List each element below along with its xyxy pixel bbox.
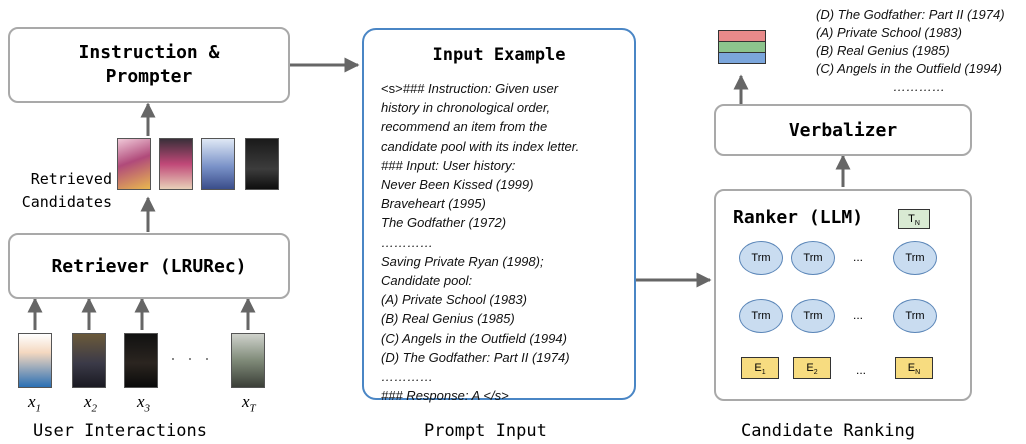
caption-prompt-input: Prompt Input xyxy=(424,421,547,441)
prompter-label: Instruction & Prompter xyxy=(78,42,220,87)
ranker-dots-middle: ... xyxy=(853,308,864,322)
interaction-poster-2 xyxy=(72,333,106,388)
candidate-poster-3 xyxy=(201,138,235,190)
ranker-label: Ranker (LLM) xyxy=(733,207,864,228)
output-line-3: (B) Real Genius (1985) xyxy=(816,43,950,58)
item-label-T: xT xyxy=(242,392,256,415)
interaction-ellipsis: · · · xyxy=(170,348,213,368)
input-example-line: Braveheart (1995) xyxy=(381,196,486,212)
embedding-node-EN: EN xyxy=(895,357,933,379)
input-example-line: (B) Real Genius (1985) xyxy=(381,311,515,327)
input-example-line: Saving Private Ryan (1998); xyxy=(381,253,544,269)
input-example-line: ### Response: A </s> xyxy=(381,388,509,404)
caption-user-interactions: User Interactions xyxy=(33,421,207,441)
ranker-dots-top: ... xyxy=(853,250,864,264)
verbalizer-box: Verbalizer xyxy=(714,104,972,156)
item-label-3: x3 xyxy=(137,392,151,415)
output-stack-row-1 xyxy=(718,30,766,42)
trm-node-bottom-1: Trm xyxy=(739,299,783,333)
item-label-1: x1 xyxy=(28,392,42,415)
input-example-line: Candidate pool: xyxy=(381,273,473,289)
embedding-node-E2: E2 xyxy=(793,357,831,379)
prompter-box: Instruction & Prompter xyxy=(8,27,290,103)
item-label-2: x2 xyxy=(84,392,98,415)
output-line-2: (A) Private School (1983) xyxy=(816,25,962,40)
input-example-line: (C) Angels in the Outfield (1994) xyxy=(381,330,567,346)
input-example-line: ### Input: User history: xyxy=(381,157,516,173)
input-example-line: candidate pool with its index letter. xyxy=(381,138,580,154)
output-node-TN: TN xyxy=(898,209,930,229)
candidate-poster-2 xyxy=(159,138,193,190)
output-stack-row-2 xyxy=(718,42,766,53)
verbalizer-label: Verbalizer xyxy=(788,119,898,141)
interaction-poster-3 xyxy=(124,333,158,388)
candidate-poster-4 xyxy=(245,138,279,190)
input-example-line: recommend an item from the xyxy=(381,119,548,135)
caption-candidate-ranking: Candidate Ranking xyxy=(741,421,915,441)
input-example-text: <s>### Instruction: Given user history in… xyxy=(381,79,633,405)
output-line-1: (D) The Godfather: Part II (1974) xyxy=(816,7,1005,22)
retriever-box: Retriever (LRURec) xyxy=(8,233,290,299)
input-example-line: The Godfather (1972) xyxy=(381,215,507,231)
interaction-poster-T xyxy=(231,333,265,388)
output-stack xyxy=(718,30,766,64)
interaction-poster-1 xyxy=(18,333,52,388)
input-example-line: ………… xyxy=(381,369,433,385)
retrieved-candidates-label: Retrieved Candidates xyxy=(21,170,112,211)
output-line-4: (C) Angels in the Outfield (1994) xyxy=(816,61,1002,76)
trm-node-bottom-2: Trm xyxy=(791,299,835,333)
input-example-line: ………… xyxy=(381,234,433,250)
input-example-line: (D) The Godfather: Part II (1974) xyxy=(381,349,570,365)
trm-node-top-2: Trm xyxy=(791,241,835,275)
input-example-line: (A) Private School (1983) xyxy=(381,292,527,308)
output-line-5: ………… xyxy=(893,79,945,94)
embedding-node-E1: E1 xyxy=(741,357,779,379)
retriever-label: Retriever (LRURec) xyxy=(51,255,247,277)
ranker-dots-bottom: ... xyxy=(856,363,867,377)
trm-node-top-N: Trm xyxy=(893,241,937,275)
input-example-line: <s>### Instruction: Given user xyxy=(381,81,559,96)
candidate-poster-1 xyxy=(117,138,151,190)
input-example-box: Input Example <s>### Instruction: Given … xyxy=(362,28,636,403)
trm-node-bottom-N: Trm xyxy=(893,299,937,333)
input-example-line: Never Been Kissed (1999) xyxy=(381,177,534,193)
input-example-line: history in chronological order, xyxy=(381,100,551,116)
trm-node-top-1: Trm xyxy=(739,241,783,275)
input-example-title: Input Example xyxy=(432,45,566,65)
output-stack-row-3 xyxy=(718,53,766,64)
